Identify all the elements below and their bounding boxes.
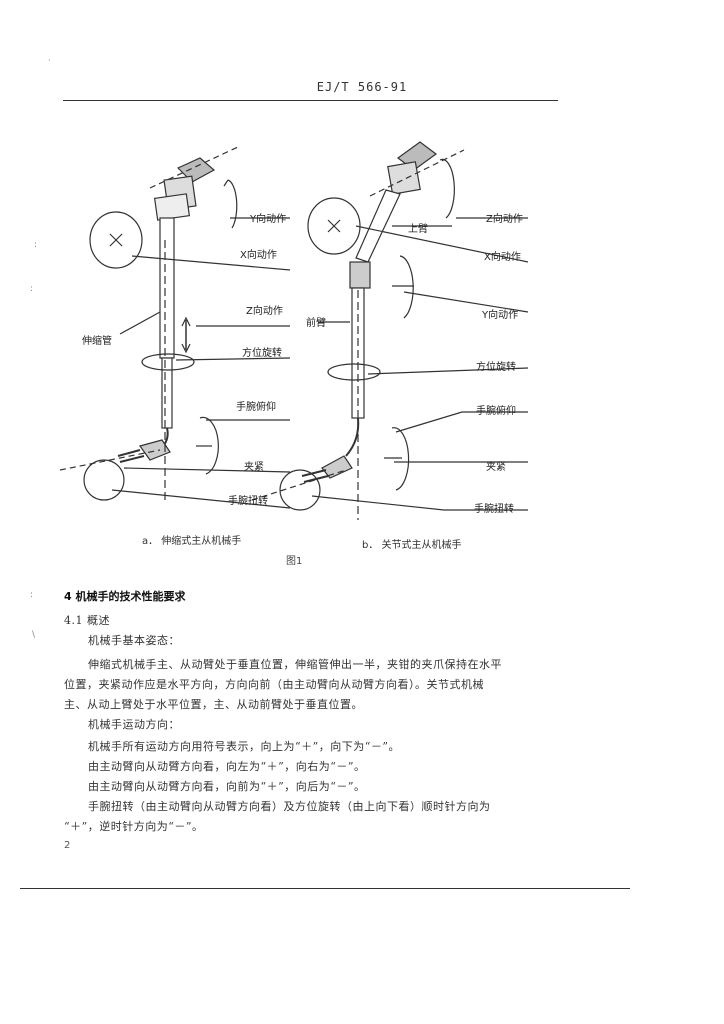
scan-mark: : — [30, 284, 34, 294]
body-line: “＋”，逆时针方向为“－”。 — [64, 820, 204, 833]
label-azimuth-b: 方位旋转 — [476, 362, 516, 373]
caption-a: a． 伸缩式主从机械手 — [142, 536, 242, 547]
label-wrist-twist-b: 手腕扭转 — [474, 504, 514, 515]
body-line: 手腕扭转（由主动臂向从动臂方向看）及方位旋转（由上向下看）顺时针方向为 — [88, 800, 491, 813]
header-rule — [63, 100, 558, 101]
label-wrist-twist-a: 手腕扭转 — [228, 496, 268, 507]
label-z-motion-a: Z向动作 — [246, 306, 283, 317]
label-clamp-a: 夹紧 — [244, 462, 264, 473]
label-z-motion-b: Z向动作 — [486, 214, 523, 225]
label-x-motion-a: X向动作 — [240, 250, 277, 261]
scan-mark: · — [48, 56, 51, 66]
body-line: 由主动臂向从动臂方向看，向前为“＋”，向后为“－”。 — [88, 780, 366, 793]
scan-mark: \ — [32, 630, 36, 640]
scan-mark: : — [34, 240, 38, 250]
section-heading: 4 机械手的技术性能要求 — [64, 590, 186, 603]
label-y-motion-a: Y向动作 — [250, 214, 287, 225]
body-line: 位置，夹紧动作应是水平方向，方向向前（由主动臂向从动臂方向看）。关节式机械 — [64, 678, 484, 691]
figure-number: 图1 — [286, 556, 303, 567]
manipulator-figure — [59, 141, 529, 520]
scan-mark: : — [30, 590, 34, 600]
label-forearm: 前臂 — [306, 318, 326, 329]
label-wrist-pitch-a: 手腕俯仰 — [236, 402, 276, 413]
footer-rule — [20, 888, 630, 889]
telescopic-manipulator-drawing — [59, 145, 291, 509]
document-code: EJ/T 566-91 — [316, 80, 408, 94]
page-number: 2 — [64, 840, 71, 851]
label-azimuth-a: 方位旋转 — [242, 348, 282, 359]
body-line: 机械手运动方向： — [88, 718, 180, 731]
label-y-motion-b: Y向动作 — [482, 310, 519, 321]
label-wrist-pitch-b: 手腕俯仰 — [476, 406, 516, 417]
caption-b: b． 关节式主从机械手 — [362, 540, 462, 551]
label-telescope-tube: 伸缩管 — [82, 336, 112, 347]
label-clamp-b: 夹紧 — [486, 462, 506, 473]
body-line: 由主动臂向从动臂方向看，向左为“＋”，向右为“－”。 — [88, 760, 366, 773]
articulated-manipulator-drawing — [251, 141, 529, 520]
label-x-motion-b: X向动作 — [484, 252, 521, 263]
body-line: 伸缩式机械手主、从动臂处于垂直位置，伸缩管伸出一半，夹钳的夹爪保持在水平 — [88, 658, 502, 671]
subsection-heading: 4.1 概述 — [64, 614, 110, 627]
label-upper-arm: 上臂 — [408, 224, 428, 235]
body-line: 主、从动上臂处于水平位置，主、从动前臂处于垂直位置。 — [64, 698, 363, 711]
body-line: 机械手所有运动方向用符号表示，向上为“＋”，向下为“－”。 — [88, 740, 400, 753]
body-line: 机械手基本姿态： — [88, 634, 180, 647]
